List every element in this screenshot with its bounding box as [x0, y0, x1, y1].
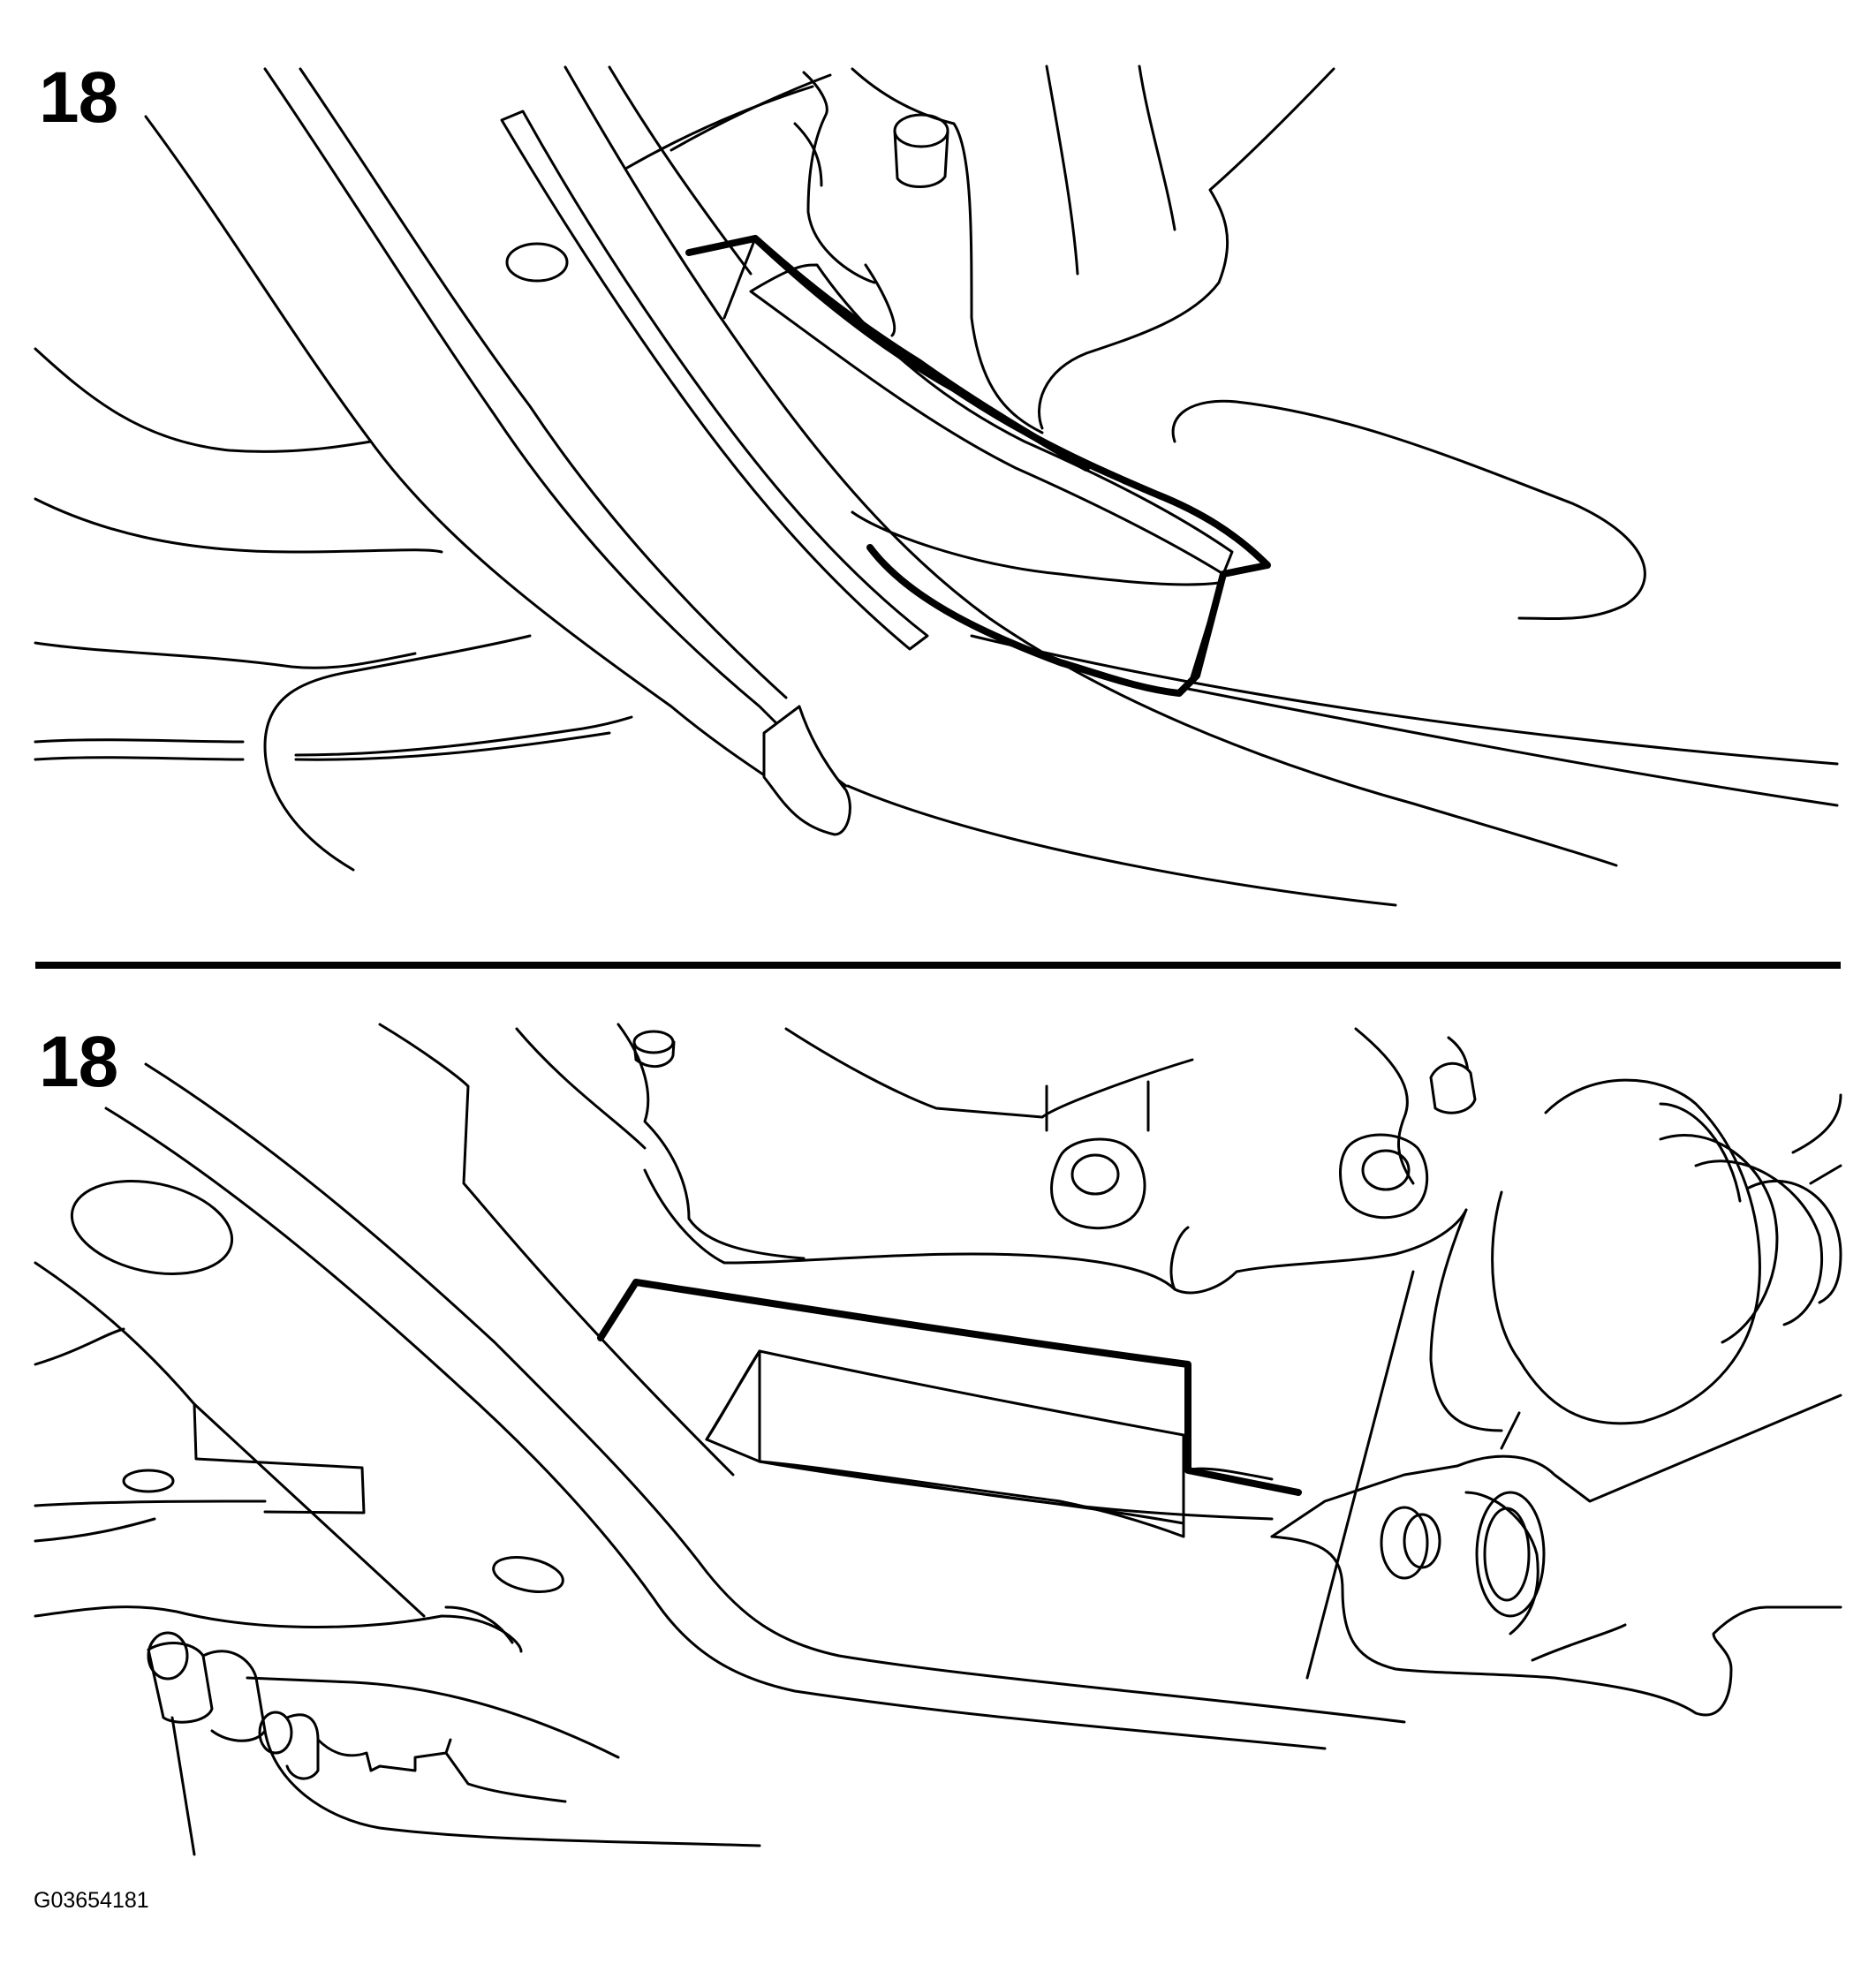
- step-number-top: 18: [39, 57, 118, 138]
- figure-code: G03654181: [34, 1888, 149, 1913]
- underbody-bracket-illustration-top-icon: [34, 64, 1839, 907]
- step-number-bottom: 18: [39, 1022, 118, 1102]
